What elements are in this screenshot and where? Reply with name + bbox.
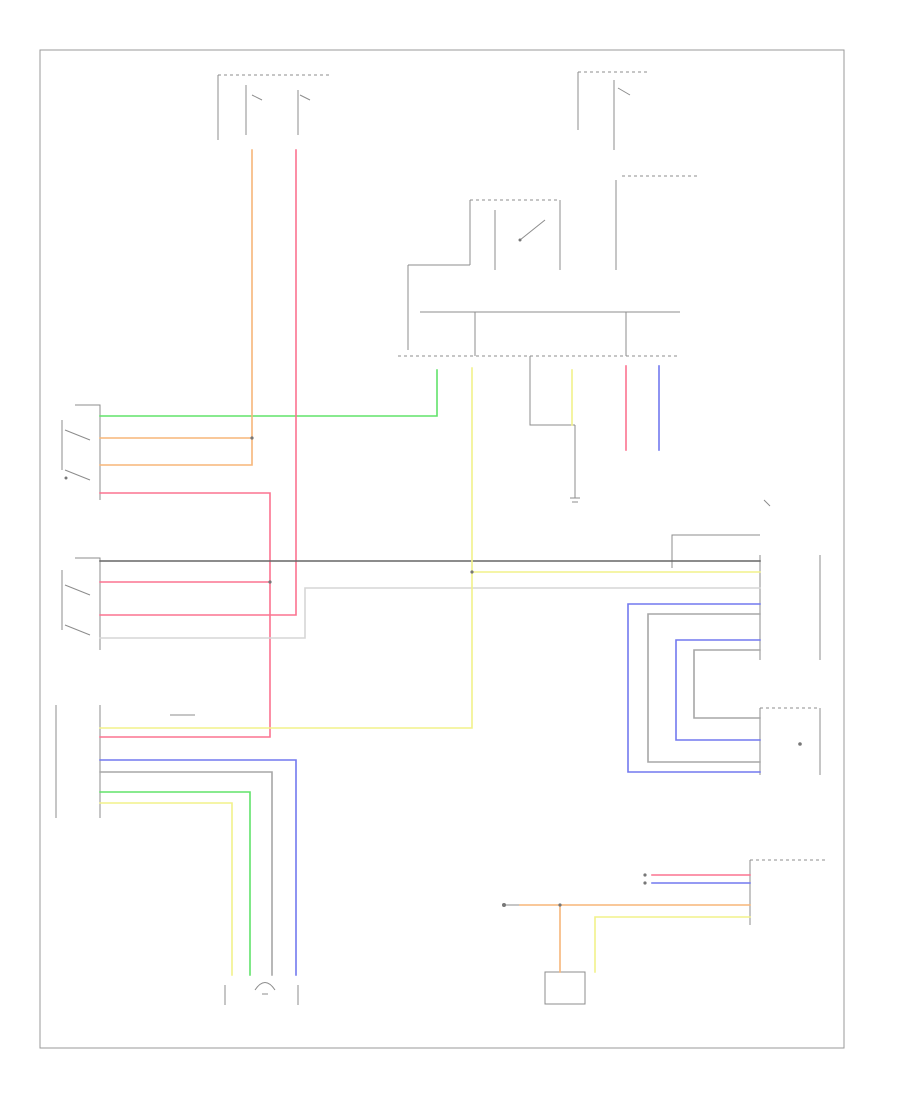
left-control-module <box>55 705 195 818</box>
wire-lightgray-1 <box>99 587 761 639</box>
wire-gray-loop-2 <box>693 649 761 719</box>
right-module-b <box>759 707 821 775</box>
wire-gray-loop-1 <box>647 613 761 763</box>
right-module-a <box>671 499 821 660</box>
wire-yellow-sensor <box>594 916 751 973</box>
bottom-right-sensor <box>502 859 825 1005</box>
diagram-frame <box>39 49 845 1049</box>
wire-red-main <box>99 149 297 616</box>
bottom-left-ground <box>224 982 299 1005</box>
wire-yellow-bottom <box>99 802 233 976</box>
left-switch-2 <box>61 557 101 650</box>
top-right-module <box>577 71 700 270</box>
wire-blue-bottom <box>99 759 297 976</box>
wire-orange-main <box>99 149 253 466</box>
wire-gray-bottom <box>99 771 273 976</box>
center-module <box>398 199 680 357</box>
wire-yellow-control <box>99 367 473 729</box>
center-ground-branch <box>529 356 580 503</box>
top-left-module <box>217 74 330 140</box>
wire-green-bottom <box>99 791 251 976</box>
wire-green-1 <box>99 369 438 417</box>
wire-blue-loop-1 <box>627 603 761 773</box>
wire-blue-loop-2 <box>675 639 761 741</box>
left-switch-1 <box>61 404 101 500</box>
wire-red-control <box>99 492 271 738</box>
